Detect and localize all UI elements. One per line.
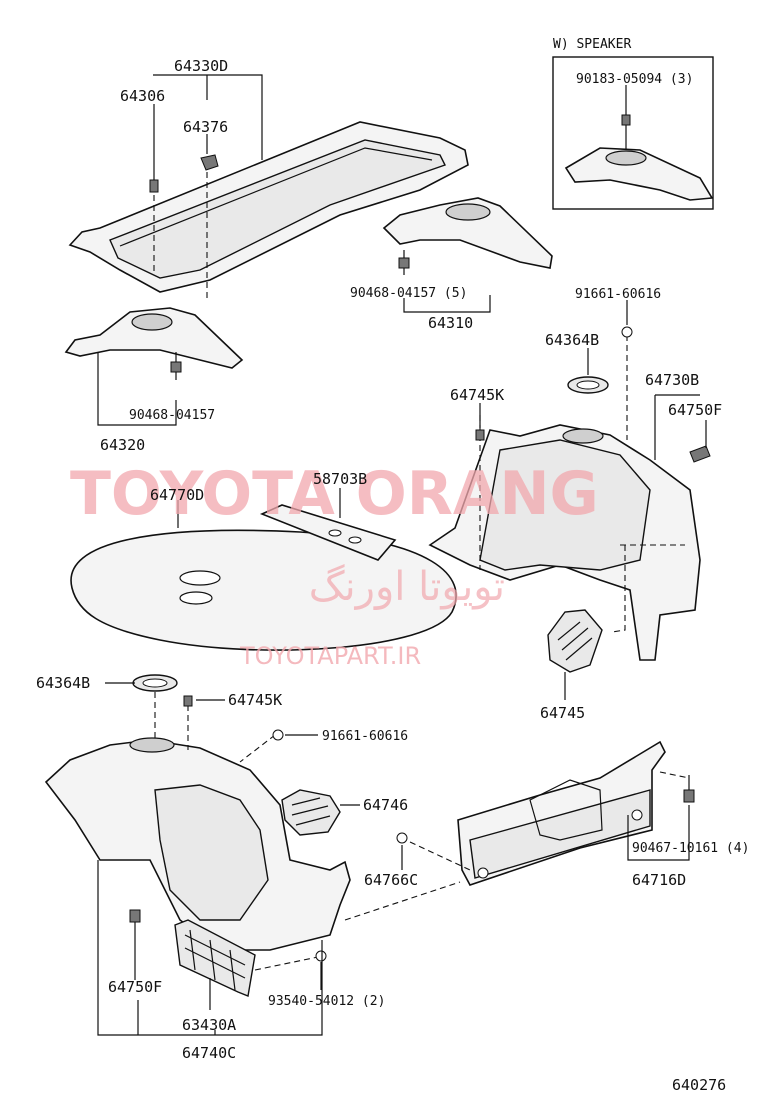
label-90468-b: 90468-04157	[129, 408, 215, 423]
speaker-bracket-64310	[382, 197, 553, 275]
figure-number: 640276	[672, 1076, 726, 1094]
label-91661-b: 91661-60616	[322, 729, 408, 744]
back-panel-trim-64716D	[344, 740, 695, 921]
clip-91661-a-icon	[621, 326, 633, 338]
label-64770D: 64770D	[150, 486, 204, 504]
watermark-url: TOYOTAPART.IR	[239, 642, 421, 670]
label-90183: 90183-05094 (3)	[576, 72, 693, 87]
label-64716D: 64716D	[632, 871, 686, 889]
quarter-trim-left-64740C	[44, 674, 351, 951]
package-tray-64330D	[68, 118, 469, 300]
label-64376: 64376	[183, 118, 228, 136]
net-63430A	[174, 919, 319, 997]
label-64320: 64320	[100, 436, 145, 454]
label-64750F-a: 64750F	[668, 401, 722, 419]
watermark-persian: تویوتا اورنگ	[309, 564, 505, 610]
label-speaker-title: W) SPEAKER	[553, 37, 631, 52]
label-63430A: 63430A	[182, 1016, 236, 1034]
label-64766C: 64766C	[364, 871, 418, 889]
label-64745K-a: 64745K	[450, 386, 504, 404]
watermark-main: TOYOTA ORANG	[70, 459, 599, 529]
leader-lines	[97, 74, 707, 1036]
label-91661-a: 91661-60616	[575, 287, 661, 302]
label-58703B: 58703B	[313, 470, 367, 488]
label-64745: 64745	[540, 704, 585, 722]
speaker-inset-frame	[552, 56, 714, 210]
label-64310: 64310	[428, 314, 473, 332]
cover-64745	[547, 609, 603, 673]
speaker-bracket-64320	[64, 307, 244, 380]
clip-91661-b-icon	[272, 729, 284, 741]
label-93540: 93540-54012 (2)	[268, 994, 385, 1009]
plate-58703B	[259, 504, 397, 561]
cover-64746	[281, 789, 341, 836]
label-64330D: 64330D	[174, 57, 228, 75]
label-64364B-b: 64364B	[36, 674, 90, 692]
label-64746: 64746	[363, 796, 408, 814]
deck-board-64770D	[70, 529, 457, 651]
label-64740C: 64740C	[182, 1044, 236, 1062]
quarter-trim-right-64730B	[428, 335, 711, 661]
label-64745K-b: 64745K	[228, 691, 282, 709]
clip-93540-icon	[315, 950, 327, 962]
label-64364B-a: 64364B	[545, 331, 599, 349]
label-90467: 90467-10161 (4)	[632, 841, 749, 856]
label-64750F-b: 64750F	[108, 978, 162, 996]
label-64306: 64306	[120, 87, 165, 105]
label-90468-a: 90468-04157 (5)	[350, 286, 467, 301]
label-64730B: 64730B	[645, 371, 699, 389]
speaker-inset-part	[564, 92, 714, 201]
